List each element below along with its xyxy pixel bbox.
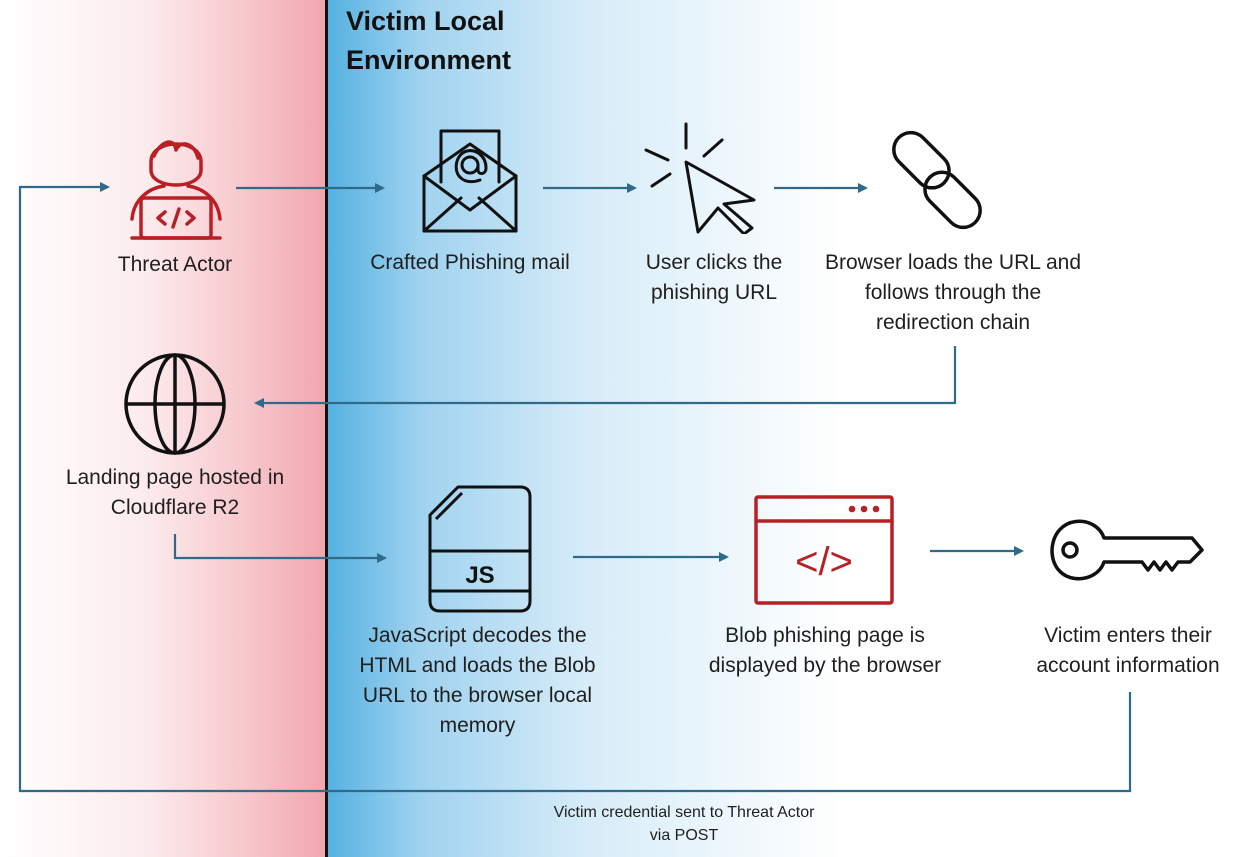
arrow-key-to-actor (18, 182, 1132, 793)
label-blob-page: Blob phishing page is displayed by the b… (708, 624, 942, 677)
environment-title: Victim Local Environment (346, 6, 512, 75)
cursor-click-icon (644, 122, 756, 234)
arrow-landing-to-js (173, 534, 387, 563)
label-victim-enters: Victim enters their account information (1036, 624, 1220, 677)
globe-icon (124, 353, 226, 455)
label-threat-actor: Threat Actor (117, 253, 233, 276)
js-file-icon: JS (428, 485, 532, 613)
label-user-click: User clicks the phishing URL (645, 251, 783, 304)
link-icon (892, 130, 982, 230)
label-credential-post: Victim credential sent to Threat Actor v… (553, 804, 815, 844)
label-browser-loads: Browser loads the URL and follows throug… (824, 251, 1082, 334)
code-window-label: </> (795, 540, 853, 584)
arrow-browser-to-landing (254, 346, 957, 408)
label-landing-page: Landing page hosted in Cloudflare R2 (65, 466, 285, 519)
environment-divider (325, 0, 328, 857)
label-js-decode: JavaScript decodes the HTML and loads th… (359, 624, 596, 737)
victim-environment-zone (328, 0, 1245, 857)
key-icon (1050, 519, 1204, 581)
label-phishing-mail: Crafted Phishing mail (370, 251, 570, 274)
envelope-icon (422, 129, 518, 233)
js-file-label: JS (465, 562, 494, 589)
hacker-icon (130, 140, 222, 240)
code-window-icon: </> (754, 495, 894, 605)
